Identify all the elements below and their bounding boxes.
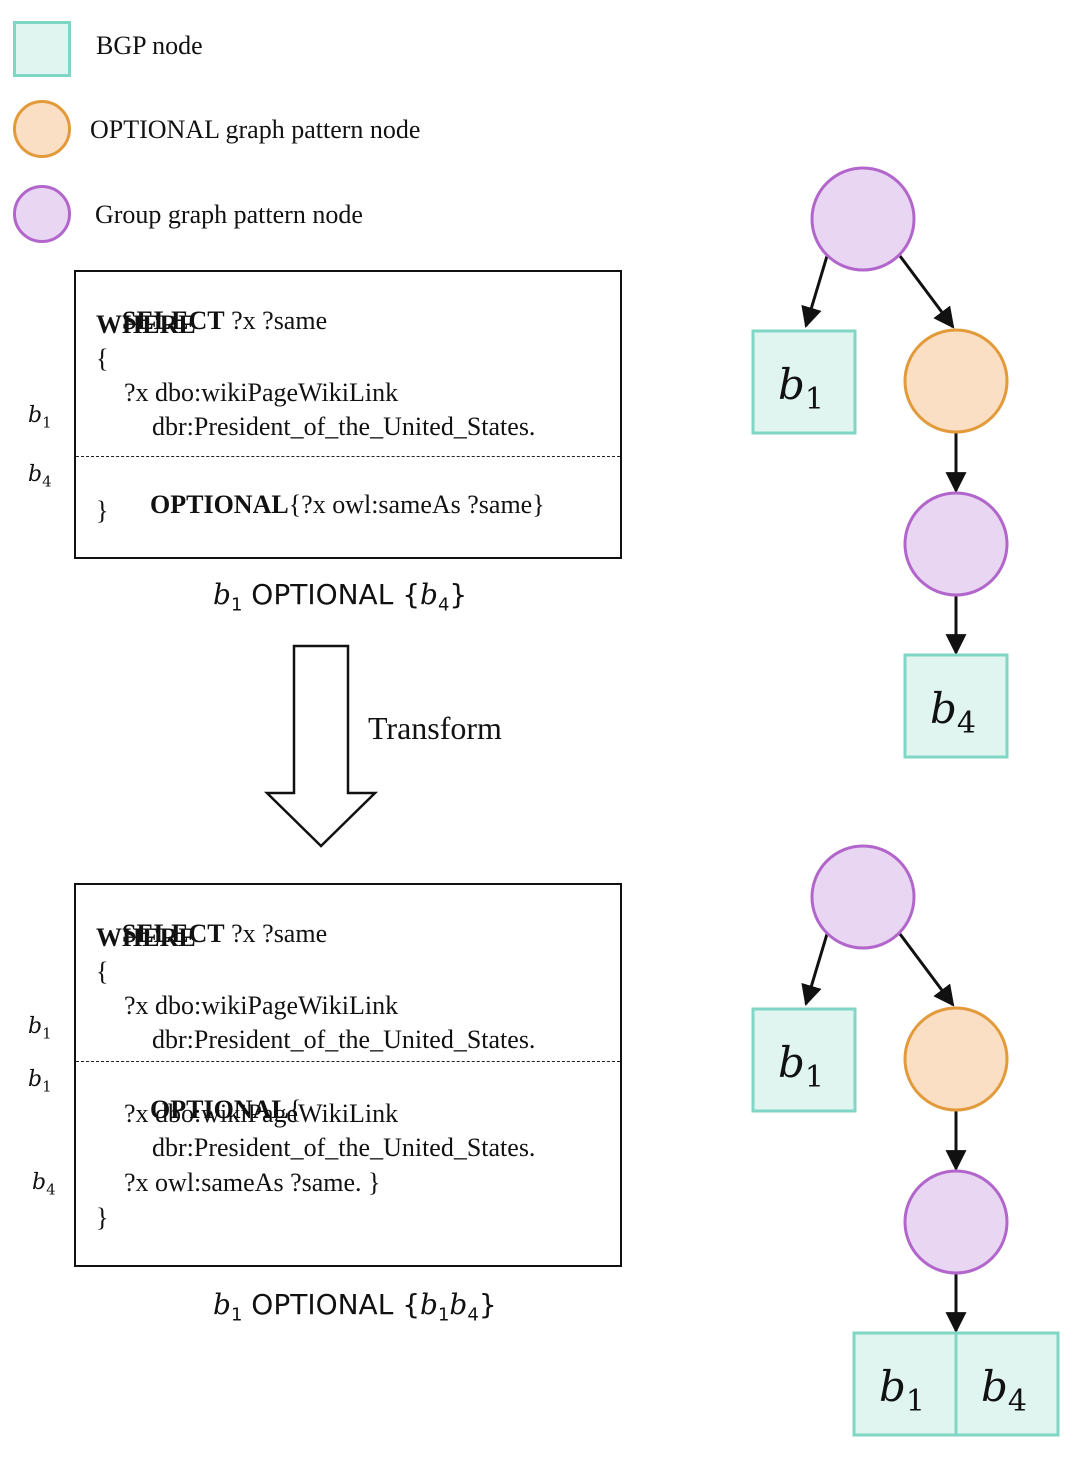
legend-bgp-label: BGP node [96, 31, 203, 60]
select-line: SELECT ?x ?same [122, 306, 328, 335]
tree2-b1-label: b1 [778, 1038, 824, 1095]
bgp-node-b1 [751, 329, 857, 435]
triple-line-2: dbr:President_of_the_United_States. [152, 412, 536, 441]
side-label-b1: b1 [28, 403, 52, 432]
side-label-b1-second: b1 [28, 1067, 52, 1096]
triple-line-1: ?x dbo:wikiPageWikiLink [124, 991, 399, 1020]
select-line: SELECT ?x ?same [122, 919, 328, 948]
side-label-b1-first: b1 [28, 1014, 52, 1043]
legend-group-swatch [13, 185, 71, 243]
transform-label: Transform [368, 710, 502, 746]
group-node-inner [903, 1169, 1009, 1275]
side-label-b4: b4 [28, 462, 52, 491]
tree1-b1-label: b1 [778, 360, 824, 417]
legend-optional-label: OPTIONAL graph pattern node [90, 115, 421, 144]
legend-optional-swatch [13, 100, 71, 158]
legend-group-label: Group graph pattern node [95, 200, 363, 229]
close-brace: } [96, 496, 109, 525]
bgp-node-b1 [751, 1007, 857, 1113]
optional-node [903, 328, 1009, 434]
tree-transformed [751, 844, 1060, 1437]
tree2-b4-combined-label: b4 [981, 1362, 1027, 1419]
triple-line-4: dbr:President_of_the_United_States. [152, 1133, 536, 1162]
side-label-b4: b4 [32, 1170, 56, 1199]
open-brace: { [96, 344, 109, 373]
tree-original [751, 166, 1009, 759]
optional-line: OPTIONAL{?x owl:sameAs ?same} [150, 490, 545, 519]
triple-line-3: ?x dbo:wikiPageWikiLink [124, 1099, 399, 1128]
where-keyword: WHERE [96, 310, 196, 339]
bgp-node-b4 [903, 653, 1009, 759]
triple-line-2: dbr:President_of_the_United_States. [152, 1025, 536, 1054]
caption-original: b1 OPTIONAL {b4} [213, 578, 468, 616]
legend-bgp-swatch [13, 21, 71, 77]
open-brace: { [96, 957, 109, 986]
group-node-root [810, 844, 916, 950]
triple-line-5: ?x owl:sameAs ?same. } [124, 1168, 381, 1197]
group-node-inner [903, 491, 1009, 597]
close-brace: } [96, 1203, 109, 1232]
bgp-node-b4-combined [954, 1331, 1060, 1437]
caption-transformed: b1 OPTIONAL {b1b4} [213, 1288, 497, 1326]
where-keyword: WHERE [96, 923, 196, 952]
bgp-divider [76, 456, 620, 457]
group-node-root [810, 166, 916, 272]
triple-line-1: ?x dbo:wikiPageWikiLink [124, 378, 399, 407]
tree1-b4-label: b4 [930, 684, 976, 741]
tree2-b1-combined-label: b1 [879, 1362, 925, 1419]
bgp-divider [76, 1061, 620, 1062]
optional-node [903, 1006, 1009, 1112]
optional-line: OPTIONAL{ [150, 1095, 302, 1124]
query-box-original: SELECT ?x ?same WHERE { ?x dbo:wikiPageW… [74, 270, 622, 559]
query-box-transformed: SELECT ?x ?same WHERE { ?x dbo:wikiPageW… [74, 883, 622, 1267]
transform-arrow [263, 644, 379, 848]
